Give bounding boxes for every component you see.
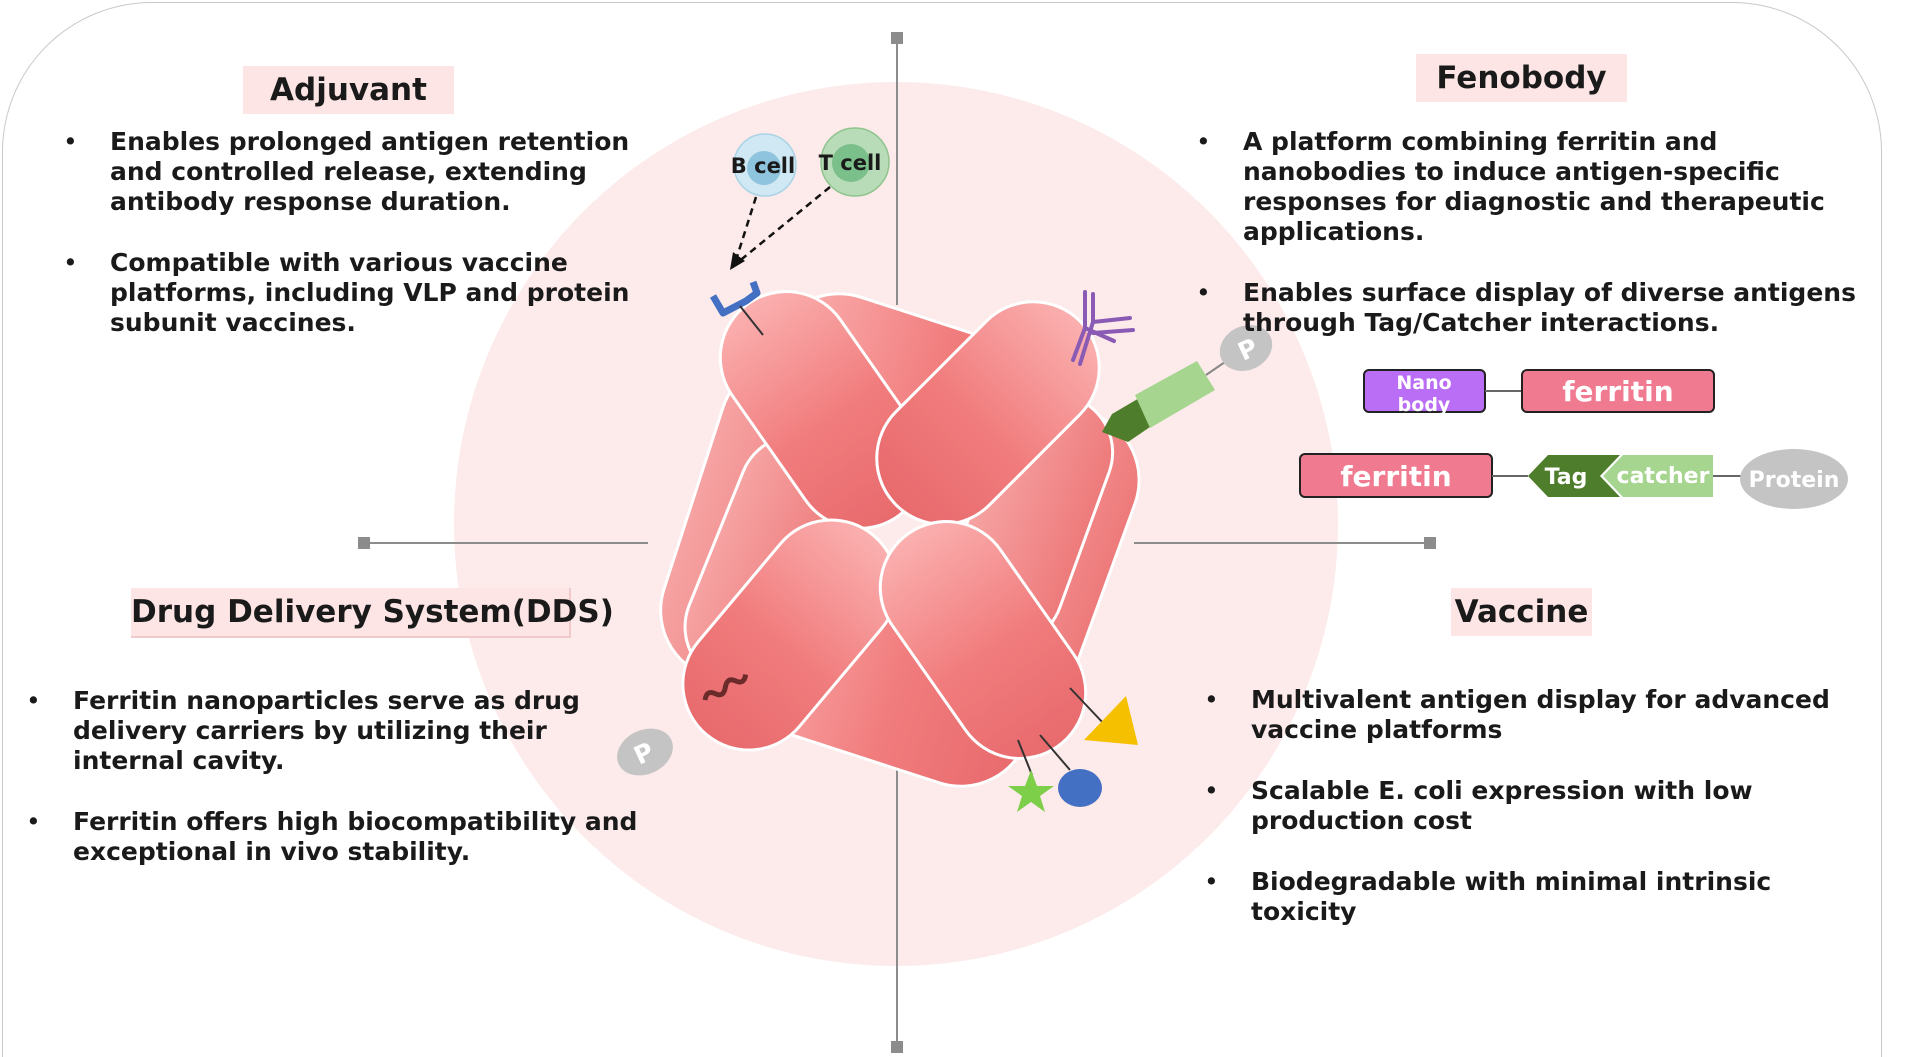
catcher-shape [1603,455,1713,497]
arrowhead-icon [730,252,745,270]
vaccine-title: Vaccine [1451,588,1592,636]
b-cell-label: B cell [731,154,795,178]
vaccine-bullets: Multivalent antigen display for advanced… [1204,685,1844,958]
star-antigen-icon [1008,770,1054,812]
ferritin-label-1: ferritin [1562,375,1673,408]
axis-endpoints [358,32,1436,1053]
tag-label: Tag [1545,465,1588,490]
dds-bullet-2: Ferritin offers high biocompatibility an… [26,807,646,867]
fenobody-bullet-1: A platform combining ferritin and nanobo… [1196,127,1876,247]
triangle-antigen-icon [1084,696,1138,745]
adjuvant-bullet-1: Enables prolonged antigen retention and … [63,127,683,217]
fenobody-bullet-2: Enables surface display of diverse antig… [1196,278,1876,338]
ferritin-cage [659,290,1141,788]
receptor-icon [709,280,764,336]
b-cell-icon: B cell [731,133,797,197]
ferritin-box-1 [1521,369,1715,413]
protein-label: Protein [1749,468,1840,493]
vaccine-bullet-2: Scalable E. coli expression with low pro… [1204,776,1844,836]
construct-ferritin-tag-catcher: ferritin Tag catcher Protein [1299,449,1848,509]
nanobody-label: Nano [1396,372,1451,394]
ferritin-label-2: ferritin [1340,460,1451,493]
fenobody-title: Fenobody [1416,54,1627,102]
adjuvant-title: Adjuvant [243,66,454,114]
cell-arrows [734,186,831,264]
t-cell-label: T cell [819,151,882,175]
adjuvant-bullet-2: Compatible with various vaccine platform… [63,248,683,338]
construct-nanobody-ferritin: Nano body ferritin [1363,369,1715,416]
antibody-icon [1071,290,1135,366]
catcher-label: catcher [1617,464,1710,489]
protein-shape [1740,449,1848,509]
dds-title: Drug Delivery System(DDS) [131,588,614,638]
circle-antigen-icon [1058,769,1102,807]
t-cell-icon: T cell [819,127,890,197]
axis-lines [364,38,1430,1047]
tag-shape [1528,455,1620,497]
antigen-shapes [1008,687,1138,812]
vaccine-bullet-3: Biodegradable with minimal intrinsic tox… [1204,867,1844,927]
dds-bullet-1: Ferritin nanoparticles serve as drug del… [26,686,646,776]
adjuvant-bullets: Enables prolonged antigen retention and … [63,127,683,369]
nanobody-label-2: body [1398,394,1451,416]
vaccine-bullet-1: Multivalent antigen display for advanced… [1204,685,1844,745]
dds-bullets: Ferritin nanoparticles serve as drug del… [26,686,646,898]
fenobody-bullets: A platform combining ferritin and nanobo… [1196,127,1876,369]
